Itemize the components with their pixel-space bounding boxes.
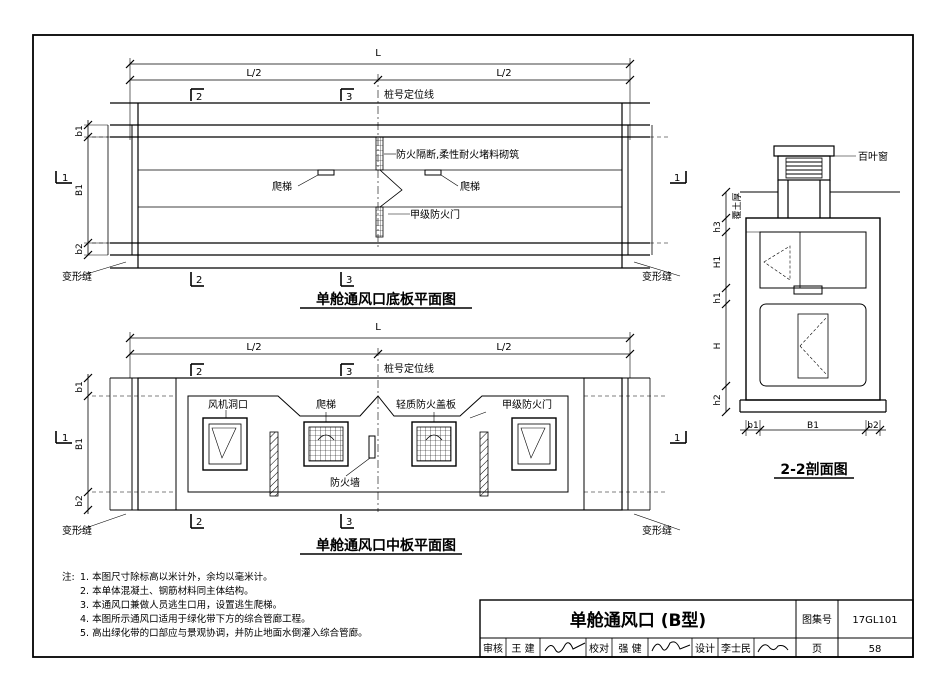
reviewer-name: 王 建: [511, 642, 534, 655]
dim-b1-mid: b1: [75, 381, 85, 392]
section-mark-2-bottom-mid: 2: [196, 517, 202, 528]
fire-door-label-mid: 甲级防火门: [502, 398, 552, 411]
section-mark-1-right: 1: [674, 173, 680, 184]
fire-wall-label: 防火墙: [330, 476, 360, 489]
section-mark-2-top-mid: 2: [196, 367, 202, 378]
section-mark-2-bottom: 2: [196, 275, 202, 286]
dim-L-half-right: L/2: [496, 68, 511, 79]
review-label: 审核: [483, 642, 503, 655]
firewall-note: 防火隔断,柔性耐火堵料砌筑: [396, 148, 519, 161]
page-number: 58: [869, 644, 882, 655]
check-label: 校对: [589, 642, 609, 655]
note-item: 4. 本图所示通风口适用于绿化带下方的综合管廊工程。: [80, 613, 311, 625]
checker-name: 强 健: [618, 643, 641, 655]
atlas-label: 图集号: [802, 613, 832, 626]
joint-label-left-mid: 变形缝: [62, 524, 92, 537]
note-item: 3. 本通风口兼做人员逃生口用，设置逃生爬梯。: [80, 599, 282, 611]
ladder-label-left: 爬梯: [272, 180, 292, 193]
dim-h2-section: h2: [713, 394, 723, 405]
dim-L-mid: L: [375, 322, 381, 333]
design-label: 设计: [695, 642, 715, 655]
page-label: 页: [812, 643, 822, 655]
joint-label-left: 变形缝: [62, 270, 92, 283]
dim-L-half-left-mid: L/2: [246, 342, 261, 353]
dim-H-section: H: [713, 343, 723, 350]
section-mark-1-left-mid: 1: [62, 433, 68, 444]
section-2-2: [721, 145, 900, 479]
dim-L-top: L: [375, 48, 381, 59]
section-title: 2-2剖面图: [780, 461, 847, 478]
dim-h3: h3: [713, 221, 723, 232]
dim-b1-section: b1: [747, 421, 758, 431]
section-mark-2-top: 2: [196, 92, 202, 103]
axis-line-label-mid: 桩号定位线: [384, 362, 434, 375]
sheet-frame: [32, 34, 914, 658]
axis-line-label: 桩号定位线: [384, 88, 434, 101]
title-block: [479, 599, 914, 658]
plan-middle-title: 单舱通风口中板平面图: [316, 537, 456, 554]
notes-heading: 注:: [62, 571, 75, 583]
dim-L-half-left: L/2: [246, 68, 261, 79]
dim-B1-mid: B1: [75, 438, 85, 450]
section-mark-3-bottom: 3: [346, 275, 352, 286]
section-mark-1-left: 1: [62, 173, 68, 184]
soil-thickness-label: 覆土厚: [731, 192, 743, 219]
joint-label-right: 变形缝: [642, 270, 672, 283]
plan-bottom-slab: [55, 58, 687, 309]
plan-middle-slab: [55, 332, 687, 555]
plan-bottom-title: 单舱通风口底板平面图: [316, 291, 456, 308]
louver-label: 百叶窗: [858, 150, 888, 163]
joint-label-right-mid: 变形缝: [642, 524, 672, 537]
section-mark-1-right-mid: 1: [674, 433, 680, 444]
atlas-number: 17GL101: [852, 615, 897, 626]
designer-name: 李士民: [721, 642, 751, 655]
section-mark-3-top: 3: [346, 92, 352, 103]
note-item: 2. 本单体混凝土、钢筋材料同主体结构。: [80, 585, 254, 597]
dim-b2-mid: b2: [75, 495, 85, 506]
drawing-title: 单舱通风口 (B型): [570, 610, 706, 631]
note-item: 5. 高出绿化带的口部应与景观协调，并防止地面水倒灌入综合管廊。: [80, 627, 368, 639]
section-mark-3-top-mid: 3: [346, 367, 352, 378]
ladder-label-right: 爬梯: [460, 180, 480, 193]
dim-H1-section: H1: [713, 256, 723, 269]
dim-b1: b1: [75, 125, 85, 136]
light-cover-label: 轻质防火盖板: [396, 398, 456, 411]
dim-h1-section: h1: [713, 292, 723, 303]
fire-door-label: 甲级防火门: [410, 208, 460, 221]
dim-b2: b2: [75, 243, 85, 254]
fan-opening-label: 风机洞口: [208, 398, 248, 411]
dim-B1-section: B1: [807, 421, 819, 431]
note-item: 1. 本图尺寸除标高以米计外，余均以毫米计。: [80, 571, 273, 583]
dim-L-half-right-mid: L/2: [496, 342, 511, 353]
section-mark-3-bottom-mid: 3: [346, 517, 352, 528]
dim-b2-section: b2: [867, 421, 878, 431]
ladder-label-mid: 爬梯: [316, 398, 336, 411]
dim-B1: B1: [75, 184, 85, 196]
